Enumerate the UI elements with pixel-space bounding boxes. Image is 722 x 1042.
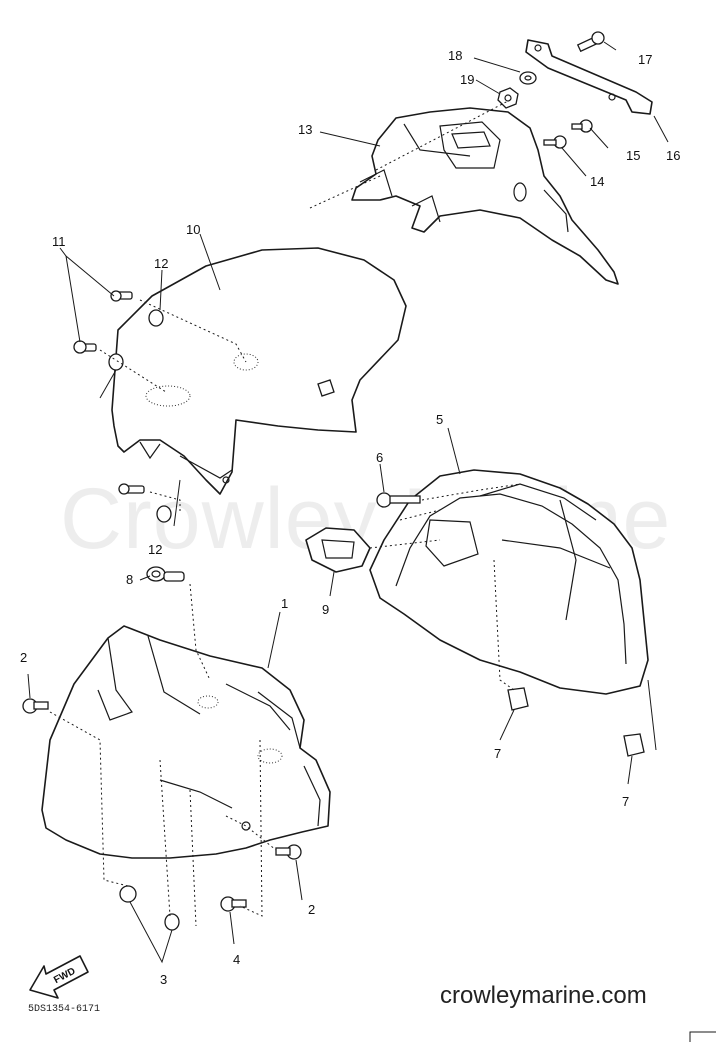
license-bracket	[525, 39, 653, 115]
callout-9: 9	[322, 602, 329, 617]
bolt-6	[376, 492, 421, 508]
callouts: 1 2 2 3 4 5 6 7 7 8 9 10 11 12 12 13 14 …	[20, 48, 680, 987]
screw-11b	[73, 340, 97, 354]
grommet-3a	[119, 885, 137, 903]
figure-code: 5DS1354-6171	[28, 1004, 101, 1015]
callout-19: 19	[460, 72, 474, 87]
callout-12a: 12	[154, 256, 168, 271]
grommet-12a	[148, 309, 164, 327]
callout-11: 11	[52, 234, 66, 249]
corner-mark	[689, 1031, 716, 1042]
bracket-9	[305, 527, 371, 573]
callout-15: 15	[626, 148, 640, 163]
callout-14: 14	[590, 174, 604, 189]
grommet-12b	[108, 353, 124, 371]
screw-11a	[110, 290, 133, 302]
callout-8: 8	[126, 572, 133, 587]
callout-2b: 2	[308, 902, 315, 917]
clip-7b	[623, 733, 645, 757]
inner-cover-5	[369, 469, 649, 695]
clip-7a	[507, 687, 529, 711]
grommet-12d	[156, 505, 172, 523]
fwd-arrow-icon: FWD	[29, 955, 89, 999]
callout-1: 1	[281, 596, 288, 611]
site-url: crowleymarine.com	[440, 982, 647, 1009]
callout-12b: 12	[148, 542, 162, 557]
alignment-lines	[49, 99, 521, 927]
screw-2a	[22, 698, 49, 714]
bolt-15	[571, 119, 593, 133]
callout-7a: 7	[494, 746, 501, 761]
callout-10: 10	[186, 222, 200, 237]
grommet-3b	[164, 913, 180, 931]
callout-13: 13	[298, 122, 312, 137]
callout-6: 6	[376, 450, 383, 465]
screw-2b	[275, 844, 302, 860]
leader-lines	[27, 41, 669, 964]
callout-17: 17	[638, 52, 652, 67]
clamp-8	[146, 566, 185, 582]
screw-12c	[118, 483, 145, 495]
callout-2a: 2	[20, 650, 27, 665]
bolt-17	[576, 31, 605, 53]
callout-16: 16	[666, 148, 680, 163]
screw-4	[220, 896, 247, 912]
rear-fender-13	[351, 107, 619, 285]
nut-19	[497, 87, 519, 109]
bolt-14	[543, 135, 567, 149]
callout-18: 18	[448, 48, 462, 63]
front-fender-1	[41, 625, 331, 859]
washer-18	[519, 71, 537, 85]
callout-5: 5	[436, 412, 443, 427]
callout-7b: 7	[622, 794, 629, 809]
callout-3: 3	[160, 972, 167, 987]
mudguard-10	[111, 247, 407, 495]
callout-4: 4	[233, 952, 240, 967]
